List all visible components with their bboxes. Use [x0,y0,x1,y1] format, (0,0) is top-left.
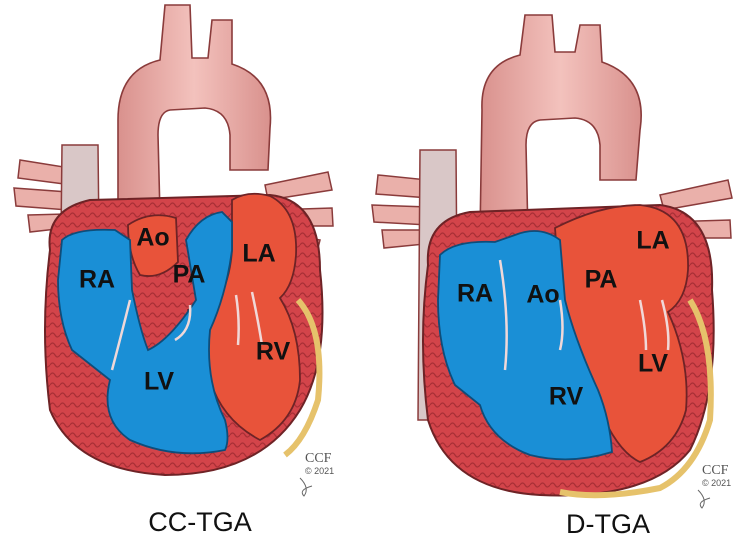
d-tga-heart [372,15,732,495]
d-tga-label-la: LA [636,227,669,255]
d-tga-label-lv: LV [638,350,668,378]
cc-tga-aortic-arch [118,5,271,215]
d-tga-label-ra: RA [457,280,493,308]
d-tga-ccf-mark: CCF © 2021 [698,463,731,508]
d-tga-aortic-arch [480,15,641,235]
svg-text:CCF: CCF [702,463,729,478]
cc-tga-label-rv: RV [256,338,291,366]
d-tga-label-ao: Ao [526,281,559,309]
svg-text:© 2021: © 2021 [305,466,334,476]
cc-tga-heart [14,5,333,475]
cc-tga-label-pa: PA [173,261,206,289]
d-tga-label-rv: RV [549,383,584,411]
d-tga-caption: D-TGA [566,509,650,539]
cc-tga-caption: CC-TGA [148,507,252,537]
svg-text:© 2021: © 2021 [702,478,731,488]
cc-tga-label-ao: Ao [136,224,169,252]
d-tga-label-pa: PA [585,266,618,294]
cc-tga-label-lv: LV [144,368,174,396]
svg-text:CCF: CCF [305,451,332,466]
cc-tga-label-ra: RA [79,266,115,294]
cc-tga-label-la: LA [242,240,275,268]
cc-tga-ccf-mark: CCF © 2021 [300,451,334,496]
